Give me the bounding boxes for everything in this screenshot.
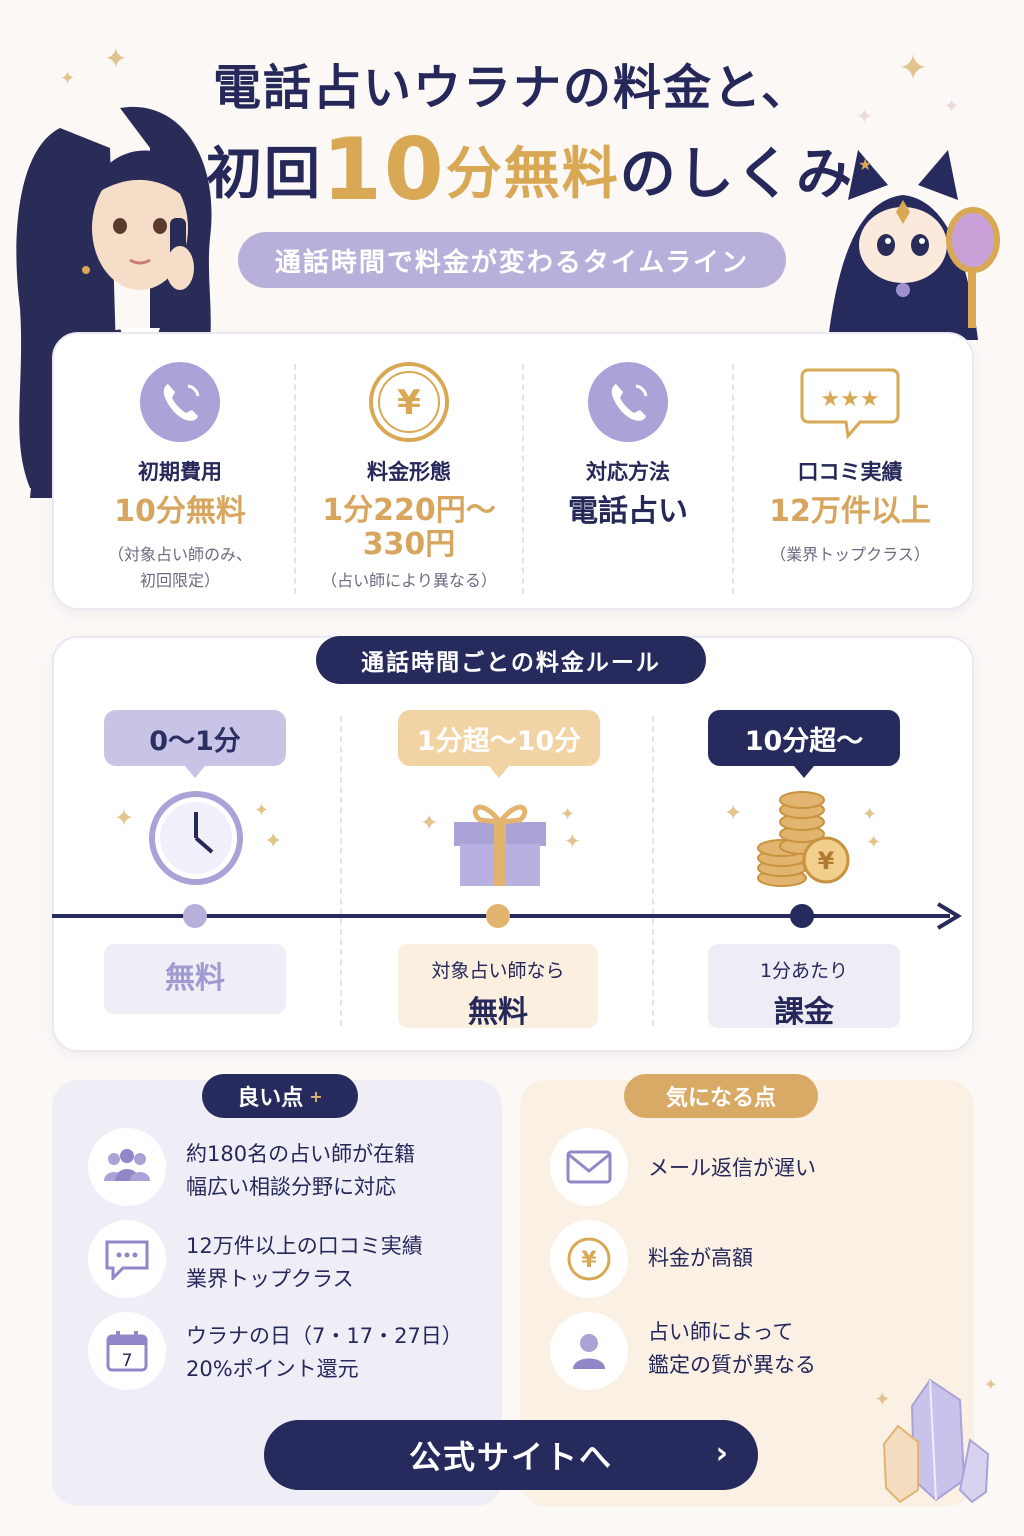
summary-initial-cost: 初期費用 10分無料 （対象占い師のみ、 初回限定） [64, 334, 296, 612]
stage-result-free: 無料 [104, 944, 286, 1014]
summary-value: 電話占い [568, 494, 688, 529]
sparkle-icon: ✦ [944, 96, 960, 117]
svg-text:✦: ✦ [420, 811, 438, 836]
summary-label: 口コミ実績 [797, 460, 903, 484]
svg-text:✦: ✦ [866, 832, 881, 853]
summary-value: 1分220円〜 330円 [322, 493, 496, 562]
gift-icon: ✦ ✦ ✦ [420, 804, 581, 886]
chat-icon [88, 1220, 166, 1298]
stage-range-1-10min: 1分超〜10分 [398, 710, 600, 778]
summary-reviews: ★★★ 口コミ実績 12万件以上 （業界トップクラス） [734, 334, 966, 612]
stage-result-value: 無料 [468, 995, 528, 1030]
svg-text:✦: ✦ [264, 829, 282, 854]
summary-method: 対応方法 電話占い [524, 334, 732, 612]
good-point-item: 12万件以上の口コミ実績 業界トップクラス [186, 1230, 423, 1296]
good-point-item: 約180名の占い師が在籍 幅広い相談分野に対応 [186, 1138, 415, 1204]
sparkle-icon: ✦ [60, 68, 76, 89]
concern-item: 占い師によって 鑑定の質が異なる [648, 1316, 816, 1382]
phone-icon [140, 362, 220, 442]
summary-value: 10分無料 [114, 494, 246, 529]
svg-text:✦: ✦ [564, 829, 581, 853]
official-site-button[interactable]: 公式サイトへ › [264, 1420, 758, 1490]
concern-item: 料金が高額 [648, 1246, 753, 1270]
stage-result-charge: 1分あたり 課金 [708, 944, 900, 1030]
official-site-button-label: 公式サイトへ [408, 1438, 613, 1476]
title-suffix: のしくみ [619, 142, 854, 207]
good-point-line: 12万件以上の口コミ実績 [186, 1234, 423, 1258]
concerns-title: 気になる点 [624, 1074, 818, 1118]
stage-range-over-10min: 10分超〜 [708, 710, 900, 778]
concern-item: メール返信が遅い [648, 1156, 816, 1180]
summary-pricing: ¥ 料金形態 1分220円〜 330円 （占い師により異なる） [296, 334, 522, 612]
title-prefix: 初回 [206, 142, 323, 207]
concern-line: 鑑定の質が異なる [648, 1353, 816, 1377]
coins-icon: ¥ ✦ ✦ ✦ [724, 791, 881, 887]
summary-value: 12万件以上 [769, 494, 931, 529]
svg-text:★★★: ★★★ [820, 387, 879, 412]
good-point-line: ウラナの日（7・17・27日） [186, 1324, 463, 1348]
summary-card: 初期費用 10分無料 （対象占い師のみ、 初回限定） ¥ 料金形態 1分220円… [52, 332, 974, 610]
svg-text:✦: ✦ [560, 804, 575, 825]
phone-icon [588, 362, 668, 442]
svg-text:¥: ¥ [581, 1248, 597, 1273]
page-title-line1: 電話占いウラナの料金と、 [212, 60, 812, 116]
stage-result-note: 1分あたり [759, 960, 849, 982]
good-point-line: 業界トップクラス [186, 1267, 354, 1291]
good-point-line: 約180名の占い師が在籍 [186, 1142, 416, 1166]
stage-result-free-target: 対象占い師なら 無料 [398, 944, 598, 1030]
people-icon [88, 1128, 166, 1206]
good-point-line: 幅広い相談分野に対応 [186, 1175, 396, 1199]
stage-range-0-1min: 0〜1分 [104, 710, 286, 778]
stage-result-note: 対象占い師なら [431, 960, 565, 982]
summary-label: 料金形態 [367, 460, 451, 484]
svg-text:✦: ✦ [984, 1375, 997, 1394]
good-point-line: 20%ポイント還元 [186, 1357, 359, 1381]
svg-text:✦: ✦ [874, 1387, 891, 1411]
pricing-rules-title: 通話時間ごとの料金ルール [316, 636, 706, 684]
calendar-icon: 7 [88, 1312, 166, 1390]
subtitle-pill: 通話時間で料金が変わるタイムライン [238, 232, 786, 288]
cat-mascot-illustration: ★ [828, 150, 1000, 340]
svg-text:★: ★ [858, 155, 872, 174]
summary-label: 初期費用 [138, 460, 222, 484]
summary-label: 対応方法 [586, 460, 670, 484]
good-points-title: 良い点+ [202, 1074, 358, 1118]
mail-icon [550, 1128, 628, 1206]
svg-text:¥: ¥ [397, 383, 421, 423]
svg-text:✦: ✦ [114, 804, 134, 832]
person-icon [550, 1312, 628, 1390]
summary-note: （対象占い師のみ、 初回限定） [107, 545, 252, 590]
yen-icon: ¥ [550, 1220, 628, 1298]
timeline-arrow [52, 902, 962, 930]
crystal-icon: ✦ ✦ [874, 1375, 997, 1504]
svg-text:✦: ✦ [862, 804, 877, 825]
good-points-label: 良い点 [237, 1086, 304, 1111]
page-title-line2: 初回10分無料のしくみ [180, 120, 880, 220]
concern-line: 占い師によって [648, 1320, 794, 1344]
summary-note: （占い師により異なる） [321, 571, 497, 590]
sparkle-icon: ✦ [856, 104, 873, 128]
good-point-item: ウラナの日（7・17・27日） 20%ポイント還元 [186, 1320, 463, 1386]
sparkle-icon: ✦ [104, 42, 128, 75]
stage-result-value: 課金 [774, 995, 834, 1030]
calendar-day: 7 [122, 1351, 133, 1371]
chevron-right-icon: › [715, 1436, 730, 1471]
sparkle-icon: ✦ [898, 48, 929, 89]
title-highlight: 分無料 [445, 142, 620, 207]
svg-text:¥: ¥ [818, 847, 835, 875]
clock-icon: ✦ ✦ ✦ [114, 791, 282, 885]
yen-coin-icon: ¥ [369, 362, 449, 442]
title-number: 10 [322, 120, 446, 220]
star-review-icon: ★★★ [800, 368, 900, 440]
sparkle-icon: + [309, 1086, 323, 1106]
svg-text:✦: ✦ [254, 800, 269, 821]
summary-note: （業界トップクラス） [770, 545, 930, 564]
svg-text:✦: ✦ [724, 801, 742, 826]
